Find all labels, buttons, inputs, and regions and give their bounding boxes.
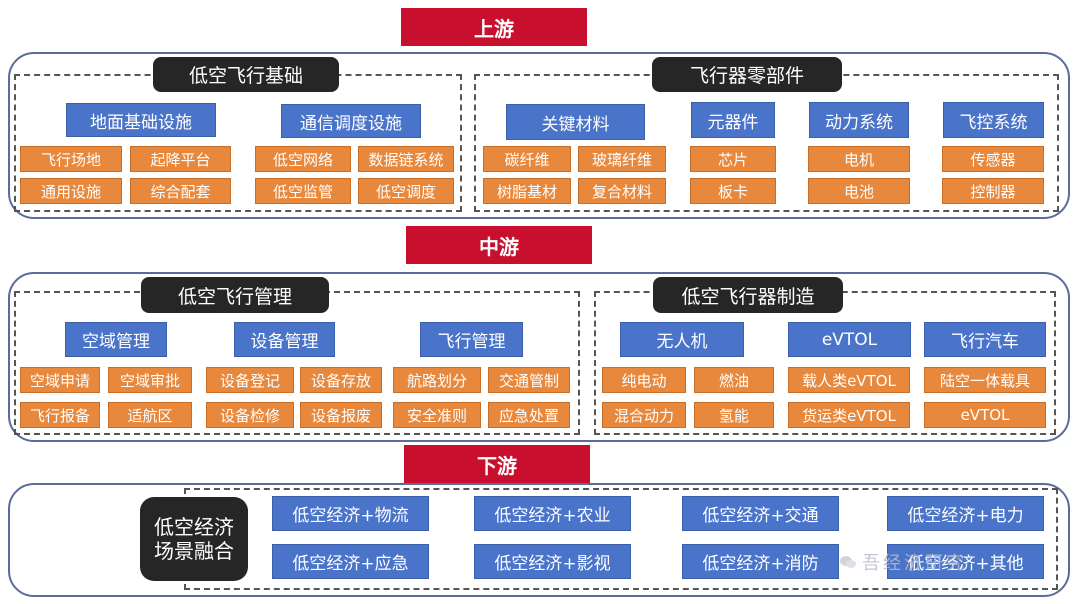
scenario-film-tv: 低空经济+影视 bbox=[474, 544, 631, 579]
item-pure-electric: 纯电动 bbox=[602, 367, 686, 393]
item-fuel: 燃油 bbox=[694, 367, 774, 393]
item-resin-substrate: 树脂基材 bbox=[483, 178, 571, 204]
item-passenger-evtol: 载人类eVTOL bbox=[788, 367, 910, 393]
item-equipment-maintenance: 设备检修 bbox=[206, 402, 294, 428]
item-takeoff-platform: 起降平台 bbox=[130, 146, 231, 172]
wechat-icon bbox=[840, 556, 856, 568]
midstream-right-title: 低空飞行器制造 bbox=[653, 277, 843, 313]
item-emergency-handling: 应急处置 bbox=[488, 402, 570, 428]
group-flying-car: 飞行汽车 bbox=[924, 322, 1046, 357]
item-supporting-facility: 综合配套 bbox=[130, 178, 231, 204]
watermark: 吾经济研究 bbox=[840, 548, 967, 576]
group-airspace-management: 空域管理 bbox=[65, 322, 167, 357]
item-flight-site: 飞行场地 bbox=[20, 146, 122, 172]
item-flight-filing: 飞行报备 bbox=[20, 402, 100, 428]
item-airworthiness-zone: 适航区 bbox=[108, 402, 192, 428]
item-route-division: 航路划分 bbox=[393, 367, 481, 393]
group-flight-control: 飞控系统 bbox=[943, 102, 1044, 138]
item-chip: 芯片 bbox=[690, 146, 776, 172]
scenario-transportation: 低空经济+交通 bbox=[682, 496, 839, 531]
group-drone: 无人机 bbox=[620, 322, 744, 357]
item-composite-material: 复合材料 bbox=[578, 178, 666, 204]
item-battery: 电池 bbox=[808, 178, 910, 204]
group-power-system: 动力系统 bbox=[809, 102, 909, 138]
item-data-link-system: 数据链系统 bbox=[358, 146, 454, 172]
midstream-left-title: 低空飞行管理 bbox=[141, 277, 329, 313]
item-flying-car-evtol: eVTOL bbox=[924, 402, 1046, 428]
item-equipment-scrapping: 设备报废 bbox=[300, 402, 382, 428]
item-low-altitude-dispatch: 低空调度 bbox=[358, 178, 454, 204]
downstream-title-line2: 场景融合 bbox=[154, 539, 234, 563]
midstream-header: 中游 bbox=[406, 226, 592, 264]
group-components: 元器件 bbox=[691, 102, 775, 138]
scenario-electric-power: 低空经济+电力 bbox=[887, 496, 1044, 531]
group-ground-infrastructure: 地面基础设施 bbox=[66, 103, 216, 137]
item-cargo-evtol: 货运类eVTOL bbox=[788, 402, 910, 428]
item-glass-fiber: 玻璃纤维 bbox=[578, 146, 666, 172]
upstream-right-title: 飞行器零部件 bbox=[652, 57, 842, 92]
scenario-firefighting: 低空经济+消防 bbox=[682, 544, 839, 579]
item-sensor: 传感器 bbox=[942, 146, 1044, 172]
item-low-altitude-supervision: 低空监管 bbox=[255, 178, 351, 204]
item-general-facility: 通用设施 bbox=[20, 178, 122, 204]
group-equipment-management: 设备管理 bbox=[234, 322, 335, 357]
item-board-card: 板卡 bbox=[690, 178, 776, 204]
item-hybrid-power: 混合动力 bbox=[602, 402, 686, 428]
item-equipment-storage: 设备存放 bbox=[300, 367, 382, 393]
group-evtol: eVTOL bbox=[788, 322, 911, 357]
item-motor: 电机 bbox=[808, 146, 910, 172]
scenario-emergency: 低空经济+应急 bbox=[272, 544, 429, 579]
downstream-title-line1: 低空经济 bbox=[154, 515, 234, 539]
item-low-altitude-network: 低空网络 bbox=[255, 146, 351, 172]
scenario-logistics: 低空经济+物流 bbox=[272, 496, 429, 531]
upstream-left-title: 低空飞行基础 bbox=[153, 57, 339, 92]
item-airspace-approval: 空域审批 bbox=[108, 367, 192, 393]
item-controller: 控制器 bbox=[942, 178, 1044, 204]
downstream-header: 下游 bbox=[404, 445, 590, 483]
item-equipment-registration: 设备登记 bbox=[206, 367, 294, 393]
item-safety-rules: 安全准则 bbox=[393, 402, 481, 428]
upstream-header: 上游 bbox=[401, 8, 587, 46]
group-key-materials: 关键材料 bbox=[506, 104, 645, 140]
item-hydrogen-energy: 氢能 bbox=[694, 402, 774, 428]
scenario-agriculture: 低空经济+农业 bbox=[474, 496, 631, 531]
watermark-text: 吾经济研究 bbox=[862, 553, 967, 574]
group-communication-dispatch: 通信调度设施 bbox=[281, 104, 421, 138]
item-airspace-application: 空域申请 bbox=[20, 367, 100, 393]
scenario-others: 低空经济+其他 bbox=[887, 544, 1044, 579]
item-land-air-vehicle: 陆空一体载具 bbox=[924, 367, 1046, 393]
downstream-scene-integration-label: 低空经济 场景融合 bbox=[140, 497, 248, 581]
item-traffic-control: 交通管制 bbox=[488, 367, 570, 393]
group-flight-management: 飞行管理 bbox=[420, 322, 523, 357]
item-carbon-fiber: 碳纤维 bbox=[483, 146, 571, 172]
